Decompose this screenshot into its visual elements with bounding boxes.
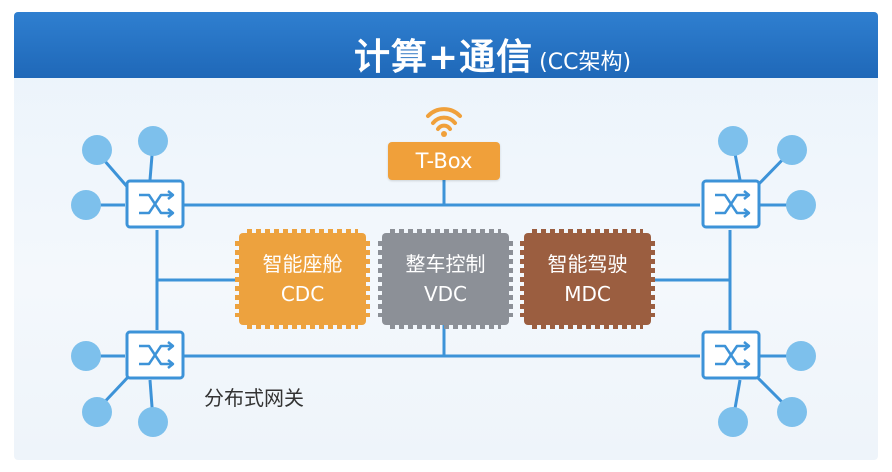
- tbox-label: T-Box: [415, 149, 473, 173]
- switch-icon-right-bottom: [701, 330, 761, 380]
- page-title: 计算+通信 (CC架构): [354, 28, 631, 78]
- node-rb-3: [718, 407, 748, 437]
- mdc-name: 智能驾驶: [547, 252, 628, 276]
- mdc-chip: 智能驾驶 MDC: [520, 229, 655, 329]
- header-bar: 计算+通信 (CC架构): [14, 12, 878, 78]
- node-rt-1: [718, 126, 748, 156]
- vdc-name: 整车控制: [405, 252, 486, 276]
- gateway-label: 分布式网关: [204, 386, 304, 410]
- wifi-icon: [426, 107, 462, 137]
- node-rt-2: [777, 135, 807, 165]
- node-lb-3: [138, 407, 168, 437]
- switch-icon-left-top: [125, 179, 185, 229]
- cdc-code: CDC: [280, 282, 325, 306]
- vdc-chip: 整车控制 VDC: [378, 229, 513, 329]
- vdc-code: VDC: [423, 282, 468, 306]
- node-lt-2: [138, 126, 168, 156]
- switch-icon-left-bottom: [125, 330, 185, 380]
- node-lt-3: [71, 190, 101, 220]
- node-lb-1: [71, 341, 101, 371]
- title-main: 计算+通信: [354, 37, 534, 78]
- node-rb-2: [777, 397, 807, 427]
- title-sub: (CC架构): [539, 50, 632, 75]
- switch-icon-right-top: [701, 179, 761, 229]
- mdc-code: MDC: [564, 282, 611, 306]
- tbox-unit: T-Box: [388, 142, 500, 180]
- node-rb-1: [786, 341, 816, 371]
- cdc-name: 智能座舱: [262, 252, 343, 276]
- node-lb-2: [82, 397, 112, 427]
- node-rt-3: [786, 190, 816, 220]
- node-lt-1: [82, 135, 112, 165]
- cdc-chip: 智能座舱 CDC: [235, 229, 370, 329]
